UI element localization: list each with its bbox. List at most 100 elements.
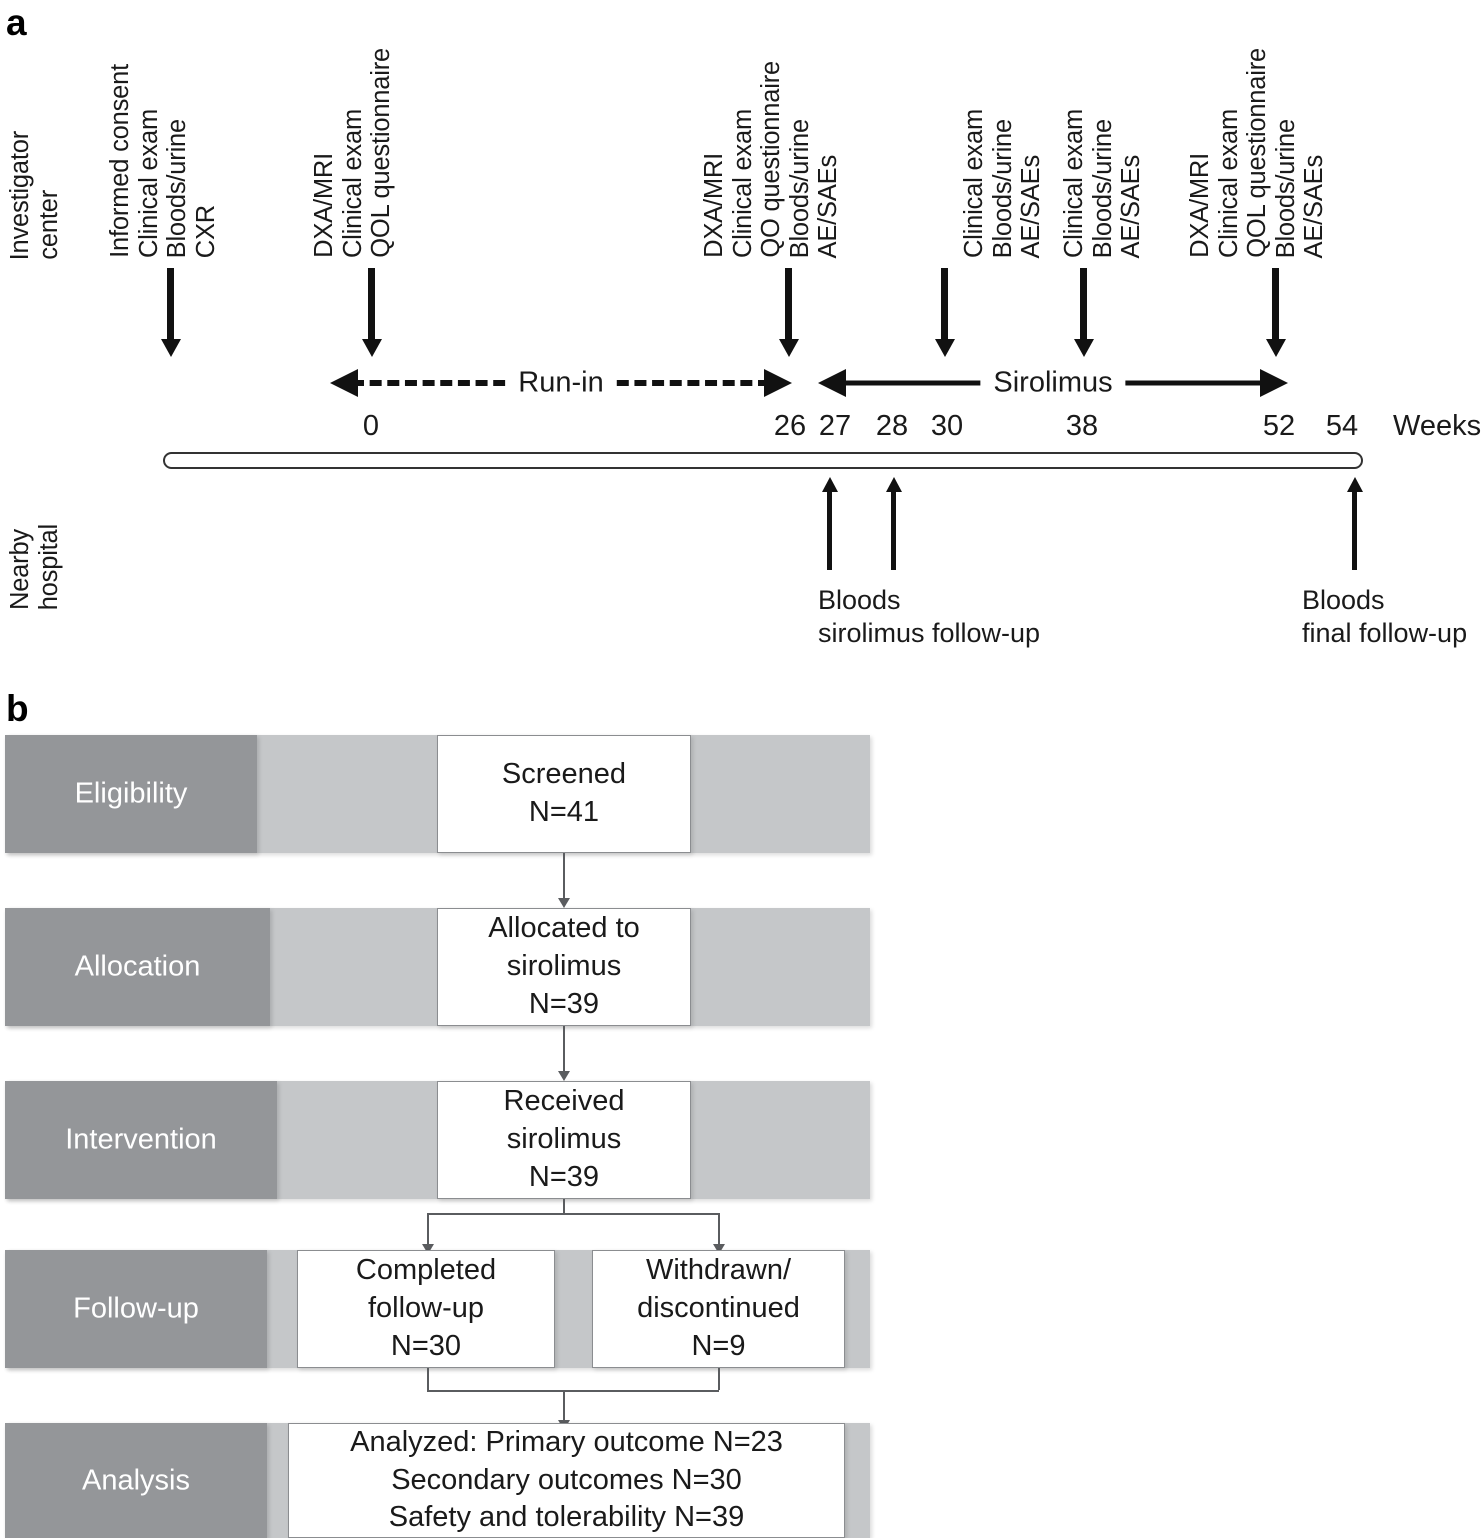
assessment-clinical-exam: Clinical exam [1214,108,1243,258]
axis-label-nearby-hospital: Nearby hospital [6,495,63,610]
assessment-bloods-urine: Bloods/urine [785,118,814,258]
assessment-ae-saes: AE/SAEs [1300,154,1328,258]
phase-sirolimus: Sirolimus [818,363,1288,403]
week-tick-0: 0 [362,410,380,442]
node-allocated-line-1: Allocated to [488,912,640,945]
caption-line-bloods: Bloods [818,585,901,615]
event-arrow-week26 [785,268,792,340]
phase-sirolimus-arrowhead-right [1260,369,1288,397]
assessment-ae-saes: AE/SAEs [1017,154,1045,258]
assessment-informed-consent: Informed consent [106,64,134,258]
phase-sirolimus-arrowhead-left [818,369,846,397]
connector-allocated-to-received [563,1026,565,1074]
axis-label-weeks: Weeks [1393,410,1481,442]
node-completed-line-1: Completed [355,1254,497,1287]
node-allocated-line-3: N=39 [528,987,600,1020]
week-tick-28: 28 [875,410,909,442]
visit-assessments-week30: Clinical exam Bloods/urine AE/SAEs [960,60,1045,258]
stage-label-eligibility: Eligibility [74,777,188,810]
node-analyzed-outcomes[interactable]: Analyzed: Primary outcome N=23 Secondary… [288,1423,845,1538]
connector-withdrawn-stem [718,1368,720,1390]
node-screened-line-2: N=41 [528,796,600,828]
assessment-dxa-mri: DXA/MRI [310,153,338,258]
node-withdrawn-line-1: Withdrawn/ [645,1254,792,1287]
consort-row-intervention: Intervention Received sirolimus N=39 [0,1081,900,1199]
panel-b-letter: b [6,688,29,729]
phase-run-in-label: Run-in [505,368,617,398]
connector-completed-stem [427,1368,429,1390]
week-tick-52: 52 [1262,410,1296,442]
assessment-bloods-urine: Bloods/urine [988,118,1017,258]
node-completed-line-3: N=30 [390,1329,462,1362]
week-tick-30: 30 [930,410,964,442]
event-arrow-screening [167,268,174,340]
node-screened[interactable]: Screened N=41 [437,735,691,853]
event-arrow-week30 [941,268,948,340]
assessment-ae-saes: AE/SAEs [1117,154,1145,258]
caption-line-sirolimus-followup: sirolimus follow-up [818,618,1041,649]
assessment-clinical-exam: Clinical exam [338,108,367,258]
connector-to-analysis [563,1390,565,1424]
stage-label-followup: Follow-up [73,1292,199,1325]
visit-assessments-screening: Informed consent Clinical exam Bloods/ur… [106,10,220,258]
consort-row-allocation: Allocation Allocated to sirolimus N=39 [0,908,900,1026]
node-received-line-3: N=39 [528,1160,600,1193]
consort-row-analysis: Analysis Analyzed: Primary outcome N=23 … [0,1423,900,1538]
stage-band-analysis[interactable]: Analysis [5,1423,267,1538]
connector-arrowhead-allocated [558,898,570,908]
phase-run-in: Run-in [330,363,792,403]
visit-assessments-week26: DXA/MRI Clinical exam QO questionnaire B… [700,10,842,258]
assessment-clinical-exam: Clinical exam [728,108,757,258]
node-completed-followup[interactable]: Completed follow-up N=30 [297,1250,555,1368]
connector-arrowhead-withdrawn [713,1244,725,1254]
visit-assessments-baseline: DXA/MRI Clinical exam QOL questionnaire [310,10,395,258]
node-allocated-to-sirolimus[interactable]: Allocated to sirolimus N=39 [437,908,691,1026]
connector-merge-bar [427,1390,719,1392]
stage-band-eligibility[interactable]: Eligibility [5,735,257,853]
axis-label-investigator-line-2: center [34,190,63,260]
node-analyzed-line-secondary: Secondary outcomes N=30 [391,1463,742,1496]
node-screened-line-1: Screened [501,758,627,791]
week-tick-38: 38 [1065,410,1099,442]
connector-to-completed [427,1213,429,1248]
assessment-qol-questionnaire: QOL questionnaire [367,48,395,258]
hospital-arrow-week28 [891,491,896,570]
caption-line-bloods: Bloods [1302,585,1385,615]
node-received-line-2: sirolimus [506,1123,622,1156]
phase-sirolimus-label: Sirolimus [980,368,1126,398]
stage-band-intervention[interactable]: Intervention [5,1081,277,1199]
assessment-ae-saes: AE/SAEs [814,154,842,258]
assessment-dxa-mri: DXA/MRI [700,153,728,258]
event-arrow-week52 [1272,268,1279,340]
event-arrow-week38 [1080,268,1087,340]
stage-label-analysis: Analysis [82,1464,190,1496]
stage-band-followup[interactable]: Follow-up [5,1250,267,1368]
assessment-clinical-exam: Clinical exam [134,108,163,258]
stage-band-allocation[interactable]: Allocation [5,908,270,1026]
connector-arrowhead-received [558,1071,570,1081]
axis-label-investigator-line-1: Investigator [6,130,34,260]
axis-label-hospital-line-2: hospital [34,523,63,610]
assessment-clinical-exam: Clinical exam [1060,108,1088,258]
hospital-visit-caption-final-followup: Bloods final follow-up [1302,584,1467,651]
stage-label-allocation: Allocation [74,950,201,983]
assessment-cxr: CXR [191,204,220,258]
node-received-line-1: Received [503,1085,625,1118]
node-received-sirolimus[interactable]: Received sirolimus N=39 [437,1081,691,1199]
assessment-bloods-urine: Bloods/urine [1088,118,1117,258]
node-withdrawn-discontinued[interactable]: Withdrawn/ discontinued N=9 [592,1250,845,1368]
study-timeline-bar [163,452,1363,469]
assessment-bloods-urine: Bloods/urine [1271,118,1300,258]
week-tick-54: 54 [1325,410,1359,442]
node-allocated-line-2: sirolimus [506,950,622,983]
assessment-qo-questionnaire: QO questionnaire [757,61,785,258]
node-analyzed-line-primary: Analyzed: Primary outcome N=23 [350,1425,783,1458]
assessment-bloods-urine: Bloods/urine [163,118,191,258]
axis-label-hospital-line-1: Nearby [6,528,34,610]
phase-run-in-arrowhead-left [330,369,358,397]
hospital-arrow-week27 [827,491,832,570]
visit-assessments-week38: Clinical exam Bloods/urine AE/SAEs [1060,60,1145,258]
hospital-visit-caption-sirolimus-followup: Bloods sirolimus follow-up [818,584,1040,651]
panel-a-letter: a [6,2,27,43]
